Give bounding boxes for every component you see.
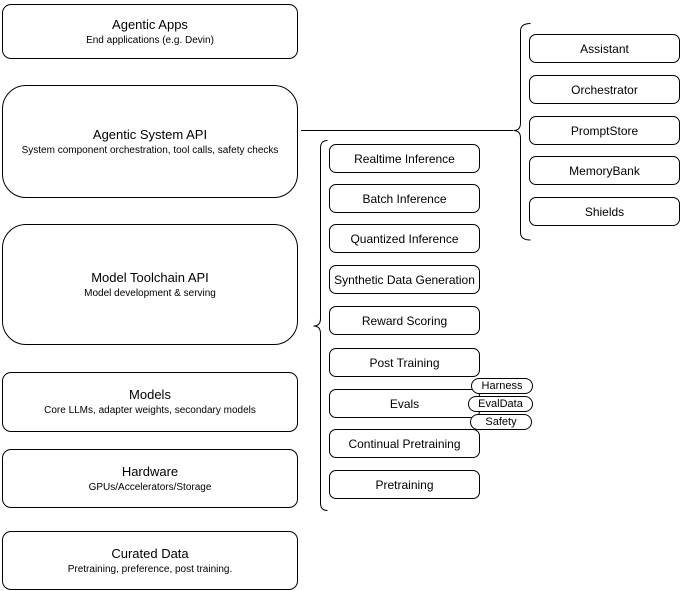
box-subtitle: Core LLMs, adapter weights, secondary mo…: [44, 405, 256, 416]
box-agentic-apps: Agentic Apps End applications (e.g. Devi…: [2, 4, 298, 59]
box-label: Shields: [584, 204, 625, 219]
box-models: Models Core LLMs, adapter weights, secon…: [2, 372, 298, 432]
component-box-orchestrator: Orchestrator: [529, 75, 680, 104]
box-subtitle: Model development & serving: [84, 287, 216, 299]
box-label: Orchestrator: [571, 82, 638, 97]
box-hardware: Hardware GPUs/Accelerators/Storage: [2, 449, 298, 508]
toolchain-api-box-pretraining: Pretraining: [329, 470, 480, 499]
eval-tag-pill-harness: Harness: [471, 378, 533, 394]
pill-label: EvalData: [478, 398, 523, 410]
box-label: MemoryBank: [569, 163, 640, 178]
toolchain-api-box-batch-inference: Batch Inference: [329, 184, 480, 213]
component-box-memorybank: MemoryBank: [529, 156, 680, 185]
box-agentic-system-api: Agentic System API System component orch…: [2, 85, 298, 198]
toolchain-api-box-post-training: Post Training: [329, 348, 480, 377]
toolchain-api-box-quantized-inference: Quantized Inference: [329, 224, 480, 253]
component-box-shields: Shields: [529, 197, 680, 226]
toolchain-api-box-evals: Evals: [329, 389, 480, 418]
box-label: Pretraining: [375, 477, 434, 492]
pill-label: Safety: [485, 416, 517, 428]
box-title: Agentic Apps: [112, 16, 188, 32]
components-brace: [513, 23, 531, 241]
toolchain-api-box-realtime-inference: Realtime Inference: [329, 144, 480, 173]
box-label: Assistant: [580, 41, 629, 56]
box-label: Evals: [389, 396, 420, 411]
box-label: PromptStore: [570, 123, 639, 138]
toolchain-api-box-synthetic-data-generation: Synthetic Data Generation: [329, 265, 480, 294]
box-subtitle: System component orchestration, tool cal…: [21, 144, 279, 156]
box-subtitle: Pretraining, preference, post training.: [67, 563, 233, 575]
box-subtitle: GPUs/Accelerators/Storage: [88, 481, 212, 493]
box-model-toolchain-api: Model Toolchain API Model development & …: [2, 224, 298, 345]
pill-label: Harness: [481, 380, 523, 392]
box-label: Realtime Inference: [354, 151, 455, 166]
box-subtitle: End applications (e.g. Devin): [86, 34, 214, 46]
eval-tag-pill-evaldata: EvalData: [468, 396, 533, 412]
toolchain-api-box-continual-pretraining: Continual Pretraining: [329, 429, 480, 458]
box-curated-data: Curated Data Pretraining, preference, po…: [2, 531, 298, 590]
box-label: Quantized Inference: [350, 231, 459, 246]
box-title: Hardware: [121, 463, 179, 479]
box-label: Synthetic Data Generation: [334, 272, 475, 287]
box-label: Post Training: [369, 355, 440, 370]
box-title: Models: [129, 387, 171, 402]
toolchain-api-box-reward-scoring: Reward Scoring: [329, 306, 480, 335]
box-label: Continual Pretraining: [348, 436, 461, 451]
box-title: Model Toolchain API: [91, 269, 209, 285]
box-label: Reward Scoring: [361, 313, 448, 328]
box-title: Agentic System API: [92, 126, 208, 142]
component-box-promptstore: PromptStore: [529, 116, 680, 145]
box-label: Batch Inference: [362, 191, 447, 206]
component-box-assistant: Assistant: [529, 34, 680, 63]
eval-tag-pill-safety: Safety: [470, 414, 532, 430]
toolchain-brace: [313, 140, 328, 511]
box-title: Curated Data: [111, 545, 189, 561]
